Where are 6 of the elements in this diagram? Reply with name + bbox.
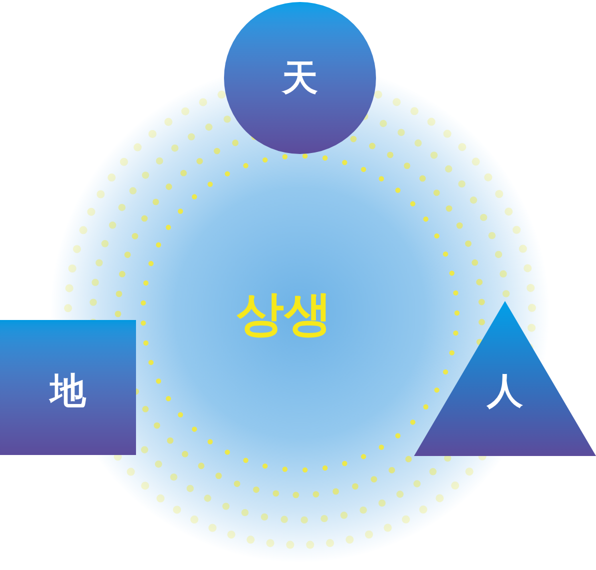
triangle-shape (414, 301, 596, 456)
node-text: 地 (50, 368, 86, 414)
center-text: 상생 (236, 290, 332, 338)
node-text: 人 (487, 373, 523, 409)
square-shape (0, 320, 136, 455)
node-text: 天 (282, 56, 318, 101)
